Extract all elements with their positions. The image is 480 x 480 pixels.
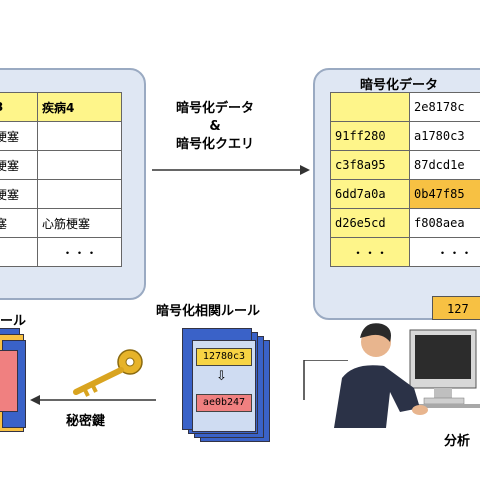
table-cell (37, 179, 122, 209)
rule-top-value: 12780c3 (196, 348, 252, 366)
table-row: 梗塞 (0, 121, 122, 151)
table-row: 91ff280 a1780c3 (330, 121, 480, 151)
rule-bottom-value: ae0b247 (196, 394, 252, 412)
key-icon (73, 349, 143, 397)
table-cell: 梗塞 (0, 121, 38, 151)
encrypted-data-table: 2e8178c 91ff280 a1780c3 c3f8a95 87dcd1e … (330, 92, 480, 267)
flow-label-line1: 暗号化データ (175, 101, 254, 116)
table-row: 梗塞 (0, 179, 122, 209)
table-row: d26e5cd f808aea (330, 208, 480, 238)
table-cell: ・・・ (330, 237, 410, 267)
flow-label-line3: 暗号化クエリ (175, 137, 254, 152)
rule-sheet (0, 350, 18, 412)
table-cell: 梗塞 (0, 150, 38, 180)
table-cell: 梗塞 (0, 179, 38, 209)
table-row: c3f8a95 87dcd1e (330, 150, 480, 180)
table-cell (0, 237, 38, 267)
table-cell: d26e5cd (330, 208, 410, 238)
table-cell: 91ff280 (330, 121, 410, 151)
table-cell (330, 92, 410, 122)
flow-label-line2: & (209, 119, 221, 134)
table-cell-highlighted: 0b47f85 (409, 179, 480, 209)
table-row: 3 疾病4 (0, 92, 122, 122)
secret-key-label: 秘密鍵 (66, 414, 106, 429)
table-row: ・・・ (0, 237, 122, 267)
table-row: 塞 心筋梗塞 (0, 208, 122, 238)
table-row: 梗塞 (0, 150, 122, 180)
table-cell: 87dcd1e (409, 150, 480, 180)
table-cell: 心筋梗塞 (37, 208, 122, 238)
flow-label: 暗号化データ & 暗号化クエリ (160, 100, 270, 154)
table-cell: c3f8a95 (330, 150, 410, 180)
down-arrow-icon: ⇩ (216, 369, 227, 384)
table-cell: 2e8178c (409, 92, 480, 122)
connector-line (303, 360, 348, 400)
table-cell: f808aea (409, 208, 480, 238)
table-row: 2e8178c (330, 92, 480, 122)
analyst-at-computer-icon (334, 323, 480, 428)
table-header-cell: 3 (0, 92, 38, 122)
right-arrow-icon (152, 165, 310, 175)
left-arrow-icon (30, 395, 156, 405)
table-cell: a1780c3 (409, 121, 480, 151)
table-row: 6dd7a0a 0b47f85 (330, 179, 480, 209)
table-cell (37, 150, 122, 180)
table-cell (37, 121, 122, 151)
query-result-box: 127 (432, 296, 480, 320)
encrypted-rule-title: 暗号化相関ルール (156, 304, 261, 319)
table-cell: 6dd7a0a (330, 179, 410, 209)
table-cell: ・・・ (37, 237, 122, 267)
source-data-table: 3 疾病4 梗塞 梗塞 梗塞 塞 心筋梗塞 ・・・ (0, 92, 122, 267)
left-rule-label: ール (0, 314, 27, 329)
table-cell: ・・・ (409, 237, 480, 267)
table-header-cell: 疾病4 (37, 92, 122, 122)
table-cell: 塞 (0, 208, 38, 238)
encrypted-data-title: 暗号化データ (360, 78, 439, 93)
table-row: ・・・ ・・・ (330, 237, 480, 267)
analyst-label: 分析 (444, 434, 471, 449)
